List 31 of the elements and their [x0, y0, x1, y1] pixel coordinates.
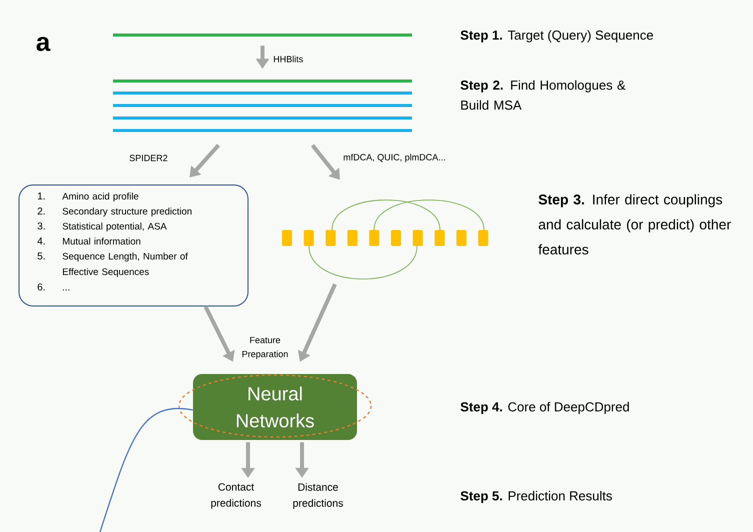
- list-number: 2.: [38, 208, 45, 214]
- feature-list-box: [18, 184, 248, 306]
- list-item: Mutual information: [63, 238, 140, 245]
- edge-label: HHBlits: [274, 56, 303, 62]
- list-item: Statistical potential, ASA: [62, 222, 167, 232]
- list-number: 1.: [38, 192, 45, 200]
- residue-couplings-drawing: [282, 200, 488, 280]
- step-text: Step 3. Infer direct couplings and calculate (or predict) other features: [538, 194, 731, 254]
- list-number: 5.: [38, 252, 45, 260]
- list-item: Amino acid profile: [62, 192, 138, 202]
- list-number: 4.: [37, 238, 45, 244]
- panel-letter: a: [36, 36, 50, 52]
- alignment-lines-drawing: [113, 80, 412, 132]
- process-box: Neural Networks: [178, 374, 372, 440]
- output-label: Distance predictions: [293, 483, 343, 509]
- list-item: Secondary structure prediction: [62, 208, 192, 216]
- step-text: Step 1. Target (Query) Sequence: [460, 30, 653, 42]
- output-label: Contact predictions: [211, 483, 261, 509]
- curved-line: [99, 408, 193, 532]
- edge-label: SPIDER2: [130, 154, 168, 162]
- list-number: 3.: [38, 222, 45, 230]
- query-sequence-line: [113, 34, 412, 36]
- list-item: ...: [63, 289, 70, 290]
- list-number: 6.: [38, 283, 45, 291]
- edge-label: mfDCA, QUIC, plmDCA...: [344, 154, 445, 162]
- step-text: Step 2. Find Homologues & Build MSA: [460, 80, 626, 110]
- arrow: [190, 144, 220, 178]
- step-text: Step 5. Prediction Results: [460, 490, 612, 504]
- step-label: Feature Preparation: [242, 336, 288, 360]
- list-item: Sequence Length, Number of Effective Sequences: [62, 252, 188, 277]
- step-text: Step 4. Core of DeepCDpred: [460, 402, 629, 414]
